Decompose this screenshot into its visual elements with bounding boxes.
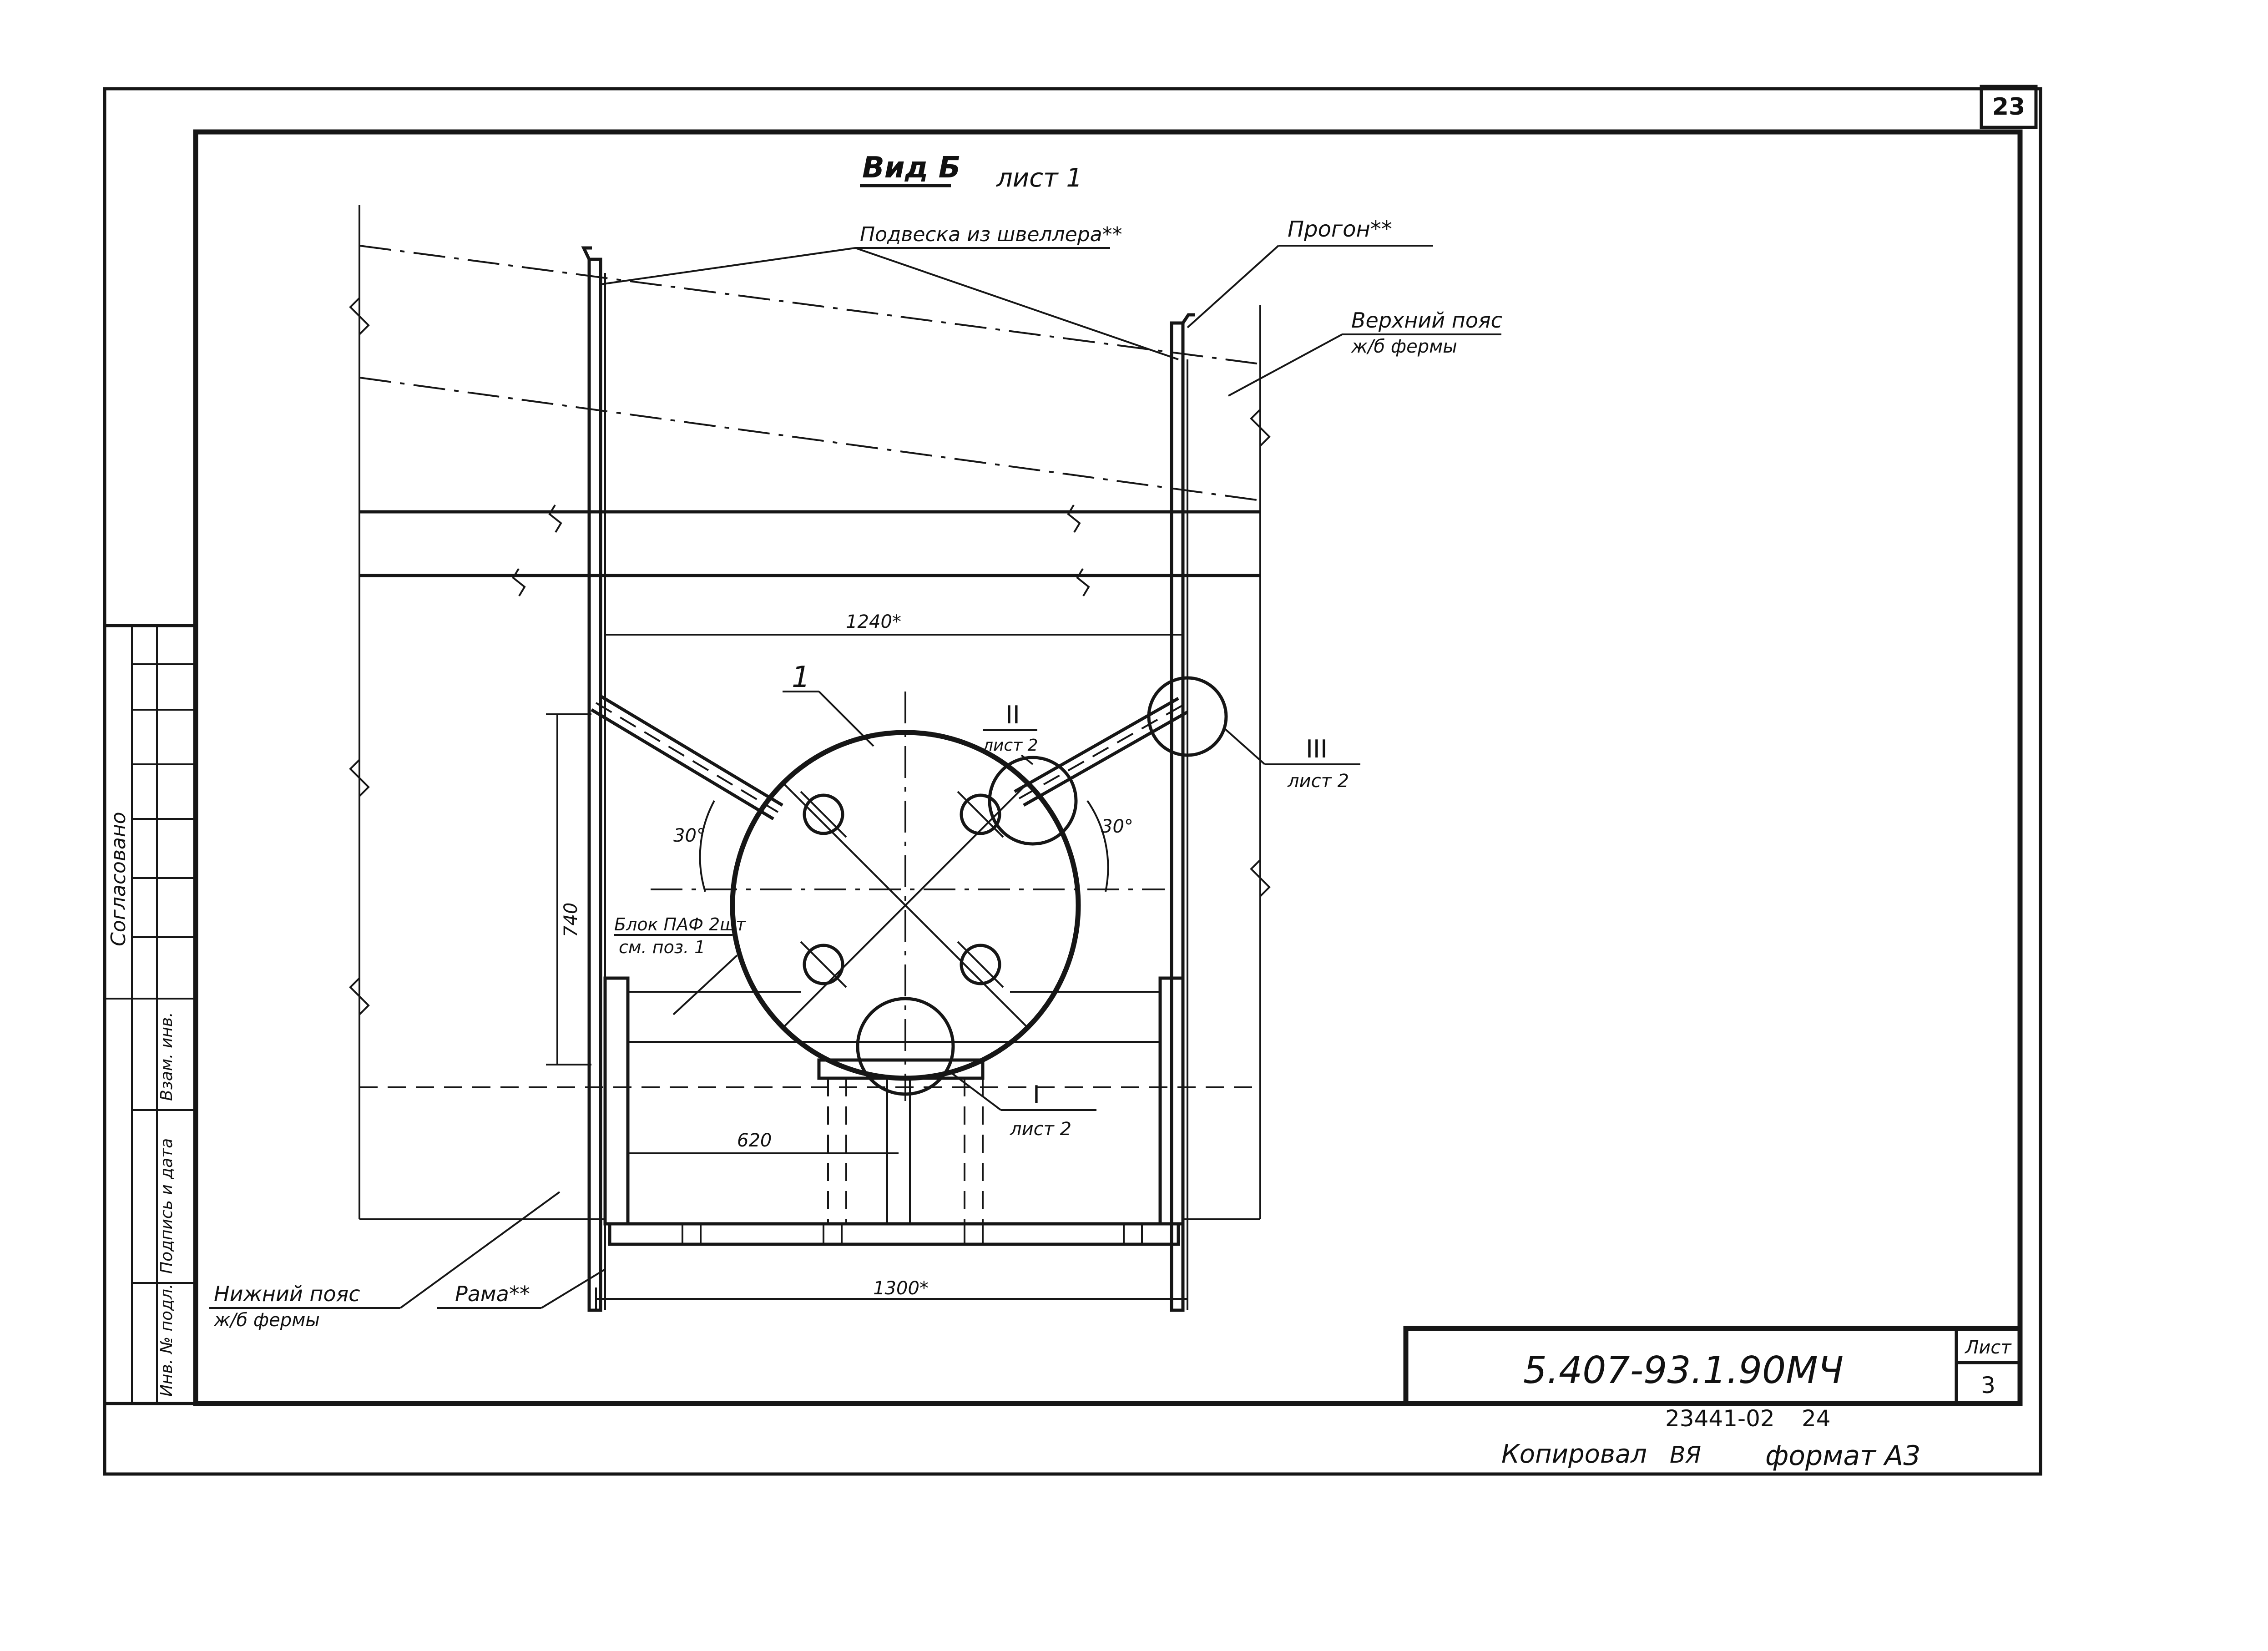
- bottom-chord-sublabel: ж/б фермы: [213, 1310, 320, 1331]
- format-label: формат А3: [1765, 1440, 1920, 1472]
- dimension-620-label: 620: [737, 1130, 772, 1151]
- support-frame: [603, 976, 1185, 1246]
- fan-unit: [651, 692, 1165, 1101]
- position-1: 1: [792, 661, 810, 694]
- top-chord-axis-1: [359, 245, 1261, 365]
- right-angle-label: 30°: [1101, 816, 1133, 837]
- dimension-1240: 1240*: [604, 611, 1184, 646]
- callout-III: III: [1306, 735, 1328, 763]
- dimension-740-label: 740: [561, 903, 581, 937]
- dimension-620: 620: [627, 1130, 899, 1165]
- truss-outline: [349, 205, 1271, 1219]
- top-chord-label: Верхний пояс: [1351, 308, 1502, 333]
- block-ref: см. поз. 1: [619, 937, 705, 957]
- top-chord-axis-2: [359, 377, 1261, 501]
- callout-II-sheet: лист 2: [982, 736, 1038, 755]
- top-chord-sublabel: ж/б фермы: [1351, 336, 1457, 357]
- callout-I: I: [1033, 1080, 1040, 1109]
- callout-III-circle: [1147, 676, 1228, 757]
- right-angle-arc: [1086, 800, 1109, 892]
- dimension-1300-label: 1300*: [873, 1278, 929, 1299]
- dimension-1300: 1300*: [595, 1278, 1188, 1310]
- bottom-chord-label: Нижний пояс: [214, 1282, 360, 1306]
- copier-signature: ВЯ: [1670, 1442, 1701, 1468]
- left-angle-arc: [699, 800, 715, 892]
- sheet-label: Лист: [1964, 1337, 2012, 1358]
- block-label: Блок ПАФ 2шт: [614, 914, 747, 934]
- frame-label: Рама**: [455, 1282, 530, 1306]
- copied-by: Копировал: [1501, 1439, 1647, 1469]
- agreed-label: Согласовано: [107, 812, 130, 946]
- purlin-band: [359, 504, 1260, 597]
- callout-II: II: [1005, 701, 1020, 729]
- sheet-number: 3: [1981, 1372, 1995, 1399]
- left-angle-label: 30°: [673, 825, 706, 846]
- drawing-code: 5.407-93.1.90МЧ: [1523, 1349, 1844, 1392]
- signature-date-label: Подпись и дата: [157, 1138, 176, 1274]
- page-number-box: [1980, 85, 2038, 129]
- left-strut: [591, 694, 783, 821]
- side-stamp: Согласовано Взам. инв. Подпись и дата Ин…: [103, 624, 197, 1405]
- view-title: Вид Б: [862, 151, 960, 185]
- purlin-label: Прогон**: [1288, 217, 1392, 242]
- page-number: 23: [1992, 93, 2025, 121]
- copy-number: 23441-02: [1665, 1405, 1775, 1432]
- dimension-740: 740: [546, 713, 591, 1065]
- left-hanger: [581, 246, 606, 1312]
- callout-I-sheet: лист 2: [1010, 1119, 1071, 1140]
- replaced-inv-label: Взам. инв.: [157, 1012, 176, 1101]
- right-strut: [1014, 697, 1188, 807]
- callout-III-sheet: лист 2: [1287, 771, 1349, 792]
- callout-I-circle: [856, 997, 955, 1096]
- title-block: 5.407-93.1.90МЧ Лист 3: [1403, 1326, 2023, 1406]
- view-sheet: лист 1: [996, 163, 1082, 193]
- hanger-label: Подвеска из швеллера**: [860, 223, 1122, 246]
- dimension-1240-label: 1240*: [846, 611, 901, 632]
- callout-II-circle: [988, 756, 1078, 846]
- inner-frame: [193, 129, 2023, 1406]
- inv-original-label: Инв. № подл.: [157, 1284, 176, 1397]
- right-hanger: [1170, 313, 1195, 1312]
- copy-page: 24: [1802, 1405, 1831, 1432]
